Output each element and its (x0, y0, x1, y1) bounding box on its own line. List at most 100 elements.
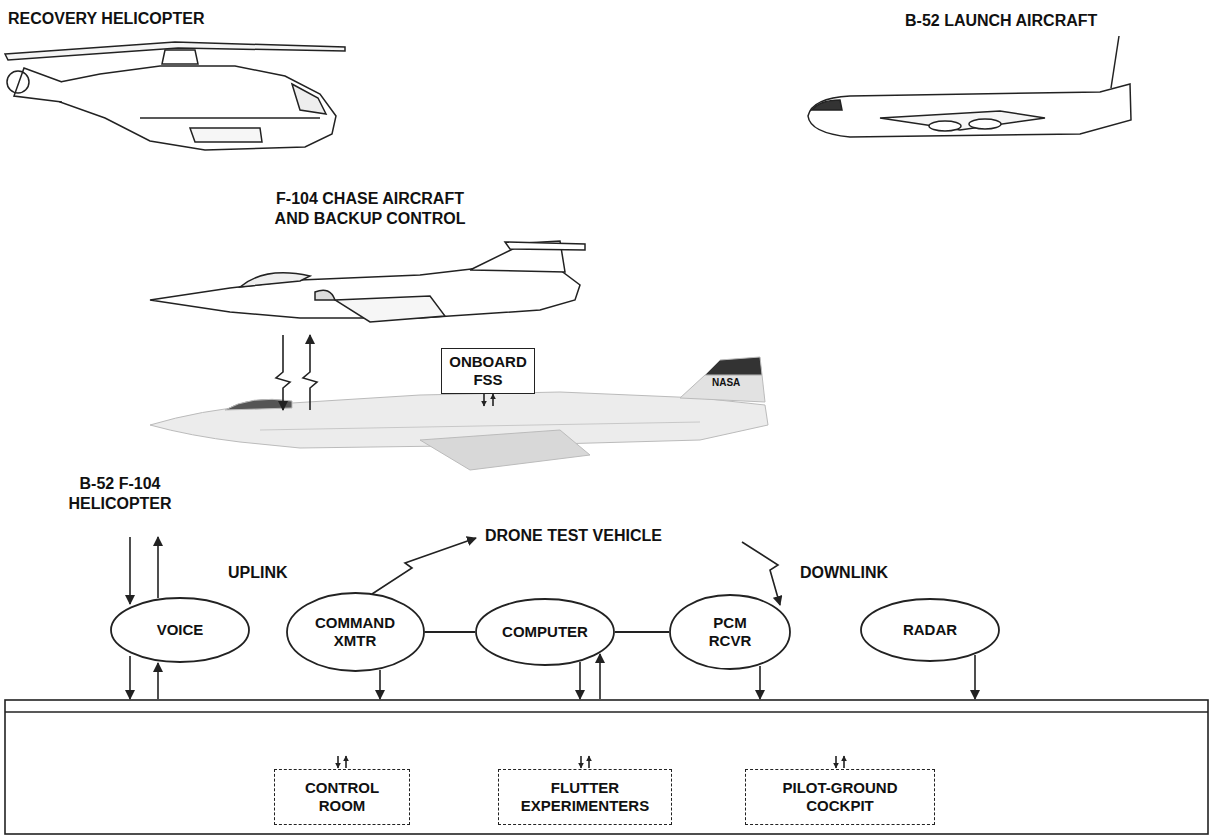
computer-arrow-down (579, 662, 581, 699)
node-inner: RADAR (860, 598, 1000, 662)
aircraft-label: B-52 LAUNCH AIRCRAFT (905, 11, 1097, 31)
leader-line (1111, 36, 1119, 88)
tail-marking: NASA (712, 377, 740, 390)
node-text: FLUTTER EXPERIMENTERS (505, 779, 665, 815)
uplink-arrow (372, 538, 476, 594)
bus-arrow (835, 756, 837, 768)
fss-arrow-up (492, 394, 494, 406)
bus-arrow (337, 756, 339, 768)
ellipse-shape (861, 599, 999, 661)
ellipse-shape (111, 598, 249, 662)
bus-arrow (843, 756, 845, 768)
voice-ellipse: VOICE (110, 597, 250, 663)
node-text: COMMAND XMTR (310, 614, 400, 650)
bus-arrow (588, 756, 590, 768)
ellipse-shape (670, 595, 790, 669)
bus-arrow (345, 756, 347, 768)
downlink-arrow (742, 542, 780, 605)
helicopter-body (60, 66, 336, 150)
facility-bus (5, 711, 1208, 713)
bus-arrow (580, 756, 582, 768)
f104-intake (315, 290, 335, 300)
experimenter-box: FLUTTER EXPERIMENTERS (498, 769, 672, 825)
voice-arrow-down (129, 656, 131, 699)
computer-arrow-up (599, 654, 601, 699)
vehicle-label: DRONE TEST VEHICLE (485, 526, 662, 546)
facility-box (5, 700, 1208, 834)
engine-pod (969, 119, 1001, 129)
node-text-group: ONBOARD FSS (448, 353, 528, 389)
connector-line (615, 631, 669, 633)
node-inner: VOICE (110, 597, 250, 663)
drone-wing (420, 430, 590, 470)
xmtr-arrow-down (379, 670, 381, 699)
node-text-group: CONTROL ROOM (297, 779, 387, 815)
fss-arrow-down (483, 394, 485, 406)
voice-arrow-out (157, 537, 159, 598)
node-inner: FLUTTER EXPERIMENTERS (499, 770, 671, 824)
node-text: RADAR (903, 621, 957, 639)
tail-rotor (7, 71, 29, 93)
radio-link-down (276, 335, 290, 410)
node-text-group: PCM RCVR (700, 614, 760, 650)
node-inner: CONTROL ROOM (275, 770, 409, 824)
fss-box: ONBOARD FSS (441, 348, 535, 394)
drone-fin-lower (680, 375, 765, 402)
b52-drawing (808, 36, 1131, 137)
node-text-group: COMMAND XMTR (310, 614, 400, 650)
link-arrows (130, 335, 975, 699)
radio-link-up (303, 335, 317, 410)
radar-ellipse: RADAR (860, 598, 1000, 662)
voice-arrow-in (129, 537, 131, 604)
helicopter-drawing (5, 42, 345, 150)
rcvr-arrow-down (759, 666, 761, 699)
f104-canopy (240, 273, 310, 287)
node-inner: COMMAND XMTR (286, 592, 425, 672)
engine-pod (929, 121, 961, 131)
cockpit-box: PILOT-GROUND COCKPIT (745, 769, 935, 825)
transmitter-ellipse: COMMAND XMTR (286, 592, 425, 672)
receiver-ellipse: PCM RCVR (669, 594, 791, 670)
sponson (190, 128, 262, 142)
link-label: UPLINK (228, 563, 288, 583)
node-text-group: COMPUTER (502, 623, 588, 641)
node-text: PCM RCVR (700, 614, 760, 650)
ellipse-shape (476, 599, 614, 665)
node-text: CONTROL ROOM (297, 779, 387, 815)
node-text: PILOT-GROUND COCKPIT (765, 779, 915, 815)
node-inner: PCM RCVR (669, 594, 791, 670)
drone-fin-upper (705, 357, 762, 375)
b52-fuselage (808, 84, 1131, 137)
node-inner: ONBOARD FSS (442, 349, 534, 393)
node-text-group: VOICE (157, 621, 204, 639)
voice-arrow-up (157, 663, 159, 699)
f104-tailplane (505, 242, 585, 250)
f104-drawing (150, 241, 585, 322)
aircraft-label: F-104 CHASE AIRCRAFT AND BACKUP CONTROL (268, 189, 473, 229)
node-text: COMPUTER (502, 623, 588, 641)
cockpit-window (292, 84, 326, 114)
link-label: DOWNLINK (800, 563, 888, 583)
radar-arrow-down (974, 655, 976, 699)
computer-ellipse: COMPUTER (475, 598, 615, 666)
connector-line (425, 631, 476, 633)
b52-wing (880, 111, 1045, 130)
node-text-group: RADAR (903, 621, 957, 639)
f104-wing (335, 296, 445, 322)
aircraft-label: RECOVERY HELICOPTER (8, 9, 204, 29)
ground-facility (5, 700, 1208, 834)
node-inner: COMPUTER (475, 598, 615, 666)
b52-nose (812, 100, 842, 110)
drone-stripe (260, 422, 700, 430)
drone-canopy (225, 399, 292, 410)
node-inner: PILOT-GROUND COCKPIT (746, 770, 934, 824)
voice-party-label: B-52 F-104 HELICOPTER (68, 474, 171, 514)
rotor-hub (162, 50, 198, 64)
ellipse-shape (287, 593, 424, 671)
node-text: VOICE (157, 621, 204, 639)
node-text-group: PILOT-GROUND COCKPIT (765, 779, 915, 815)
